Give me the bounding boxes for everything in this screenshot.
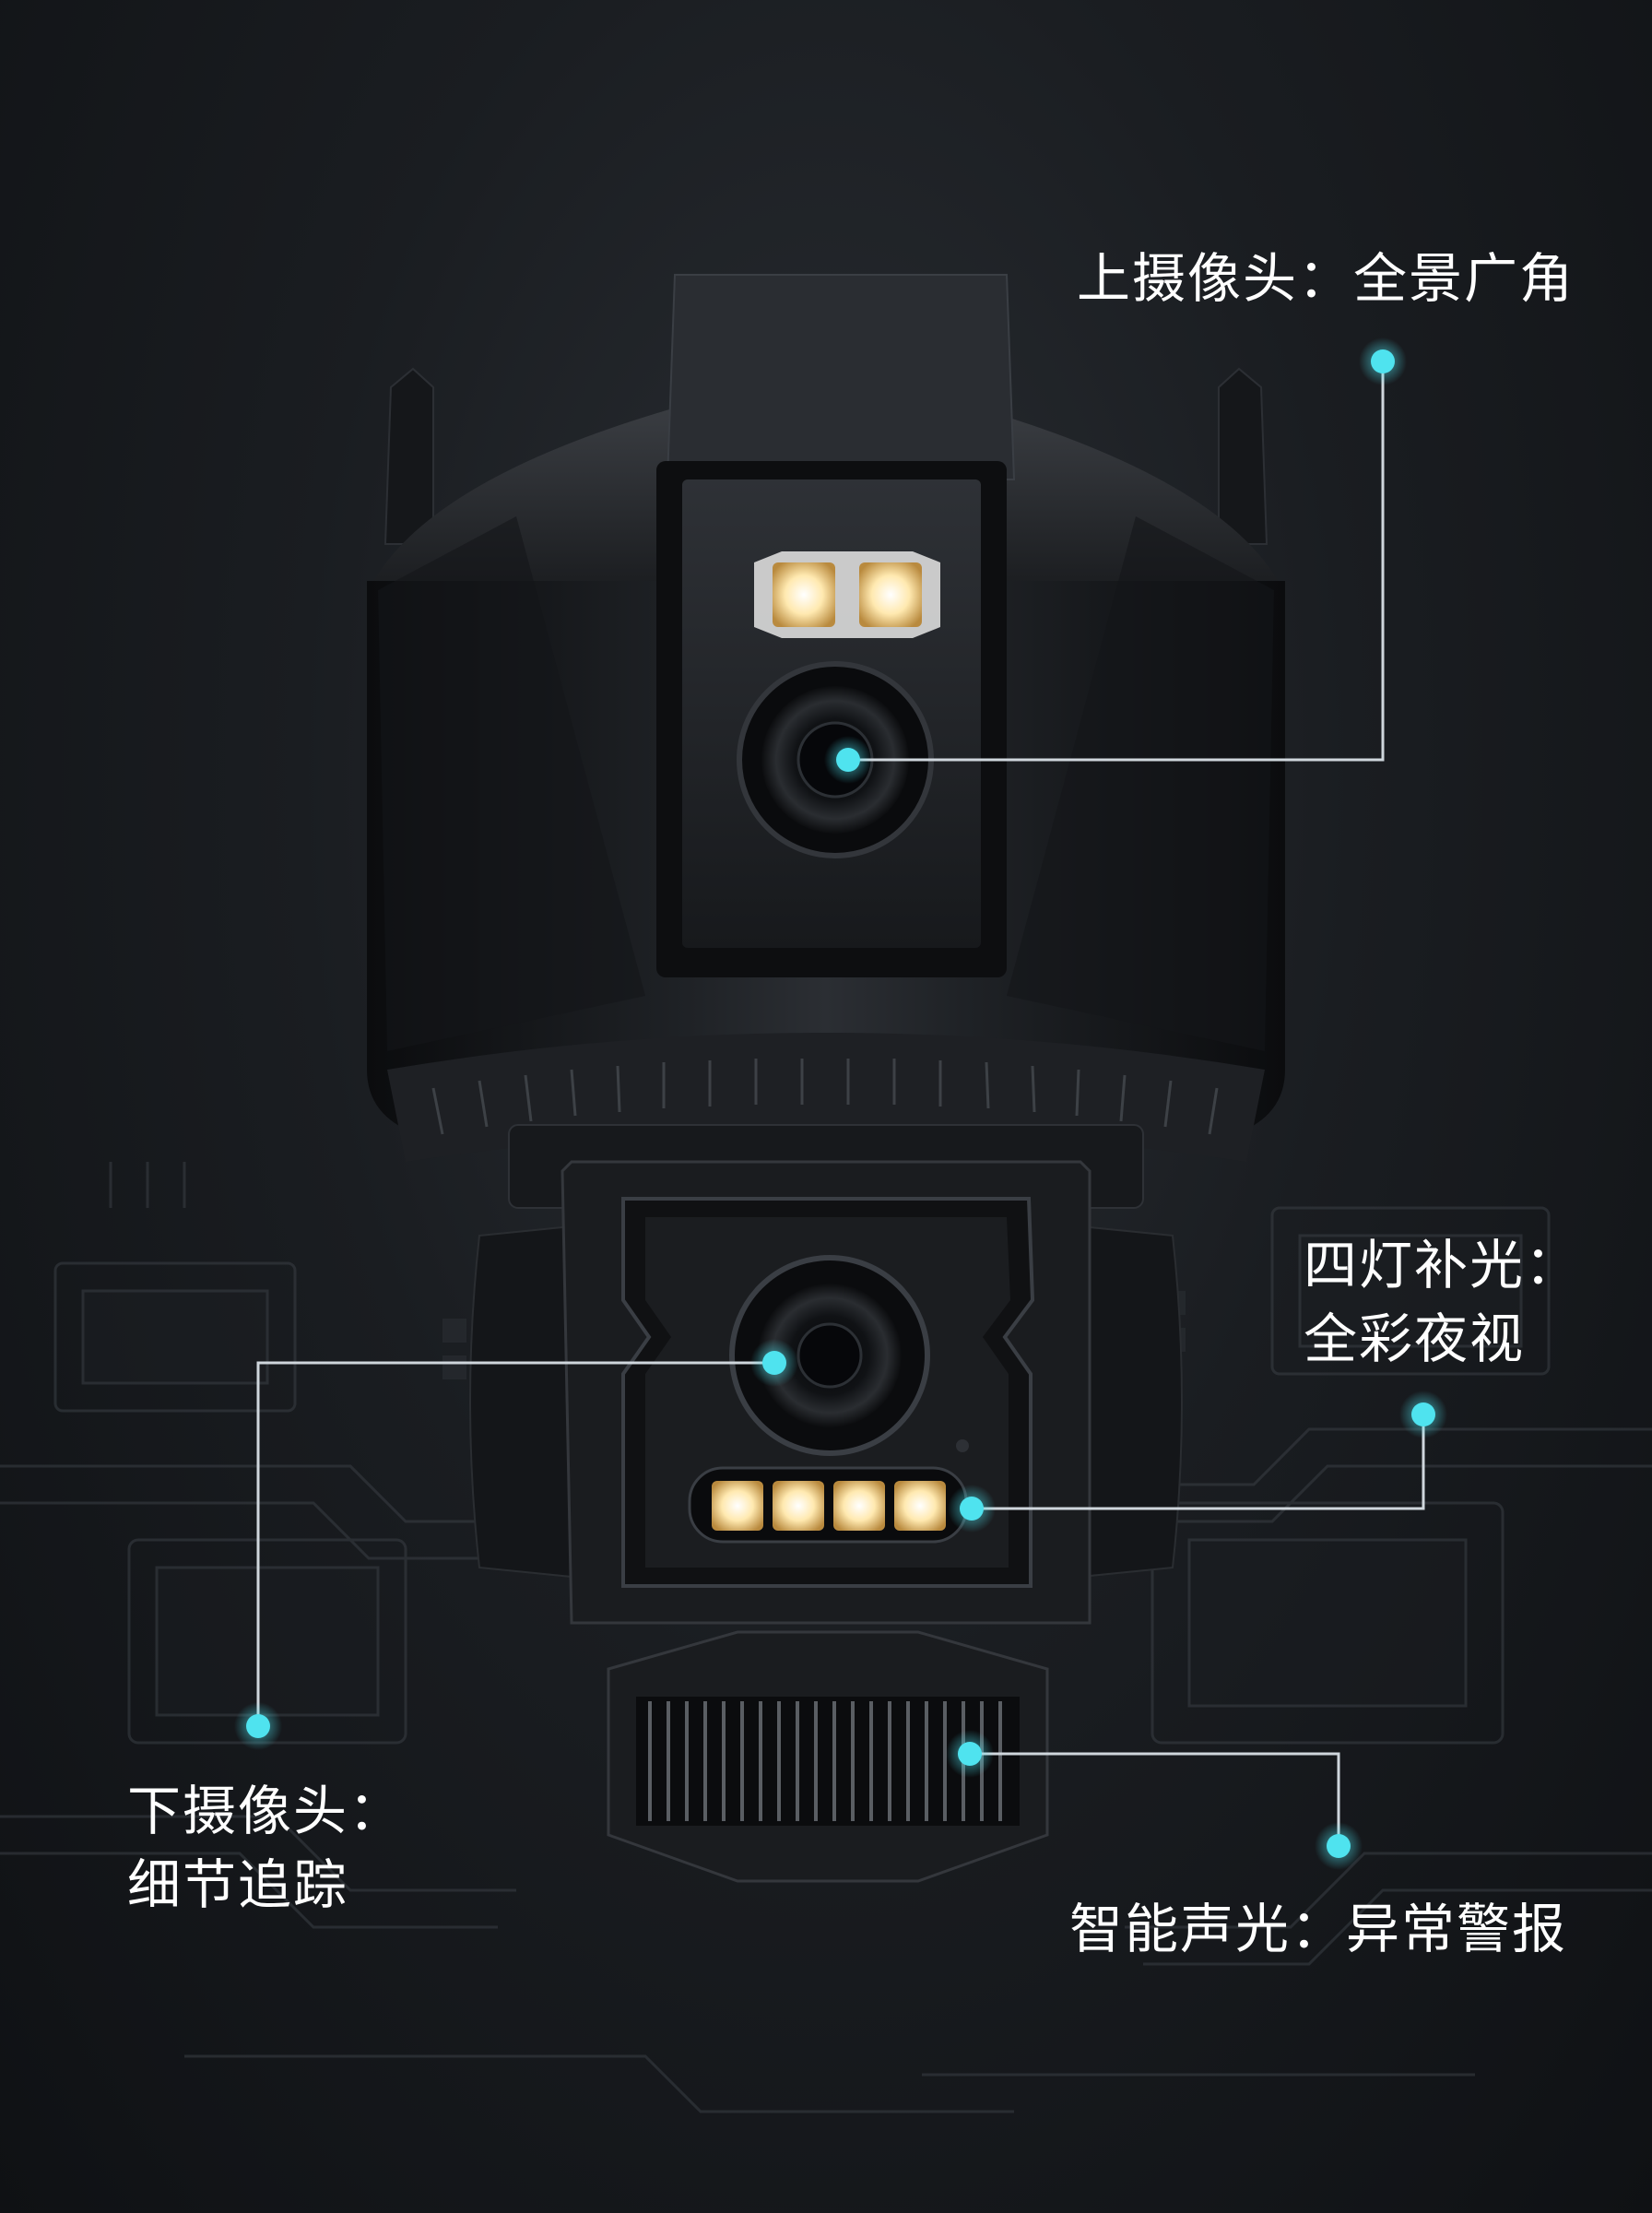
label-four-lights-line2: 全彩夜视 (1304, 1308, 1526, 1370)
label-upper-camera: 上摄像头：全景广角 (1077, 247, 1575, 310)
label-sound-light: 智能声光：异常警报 (1069, 1898, 1568, 1960)
label-four-lights-line1: 四灯补光： (1304, 1234, 1581, 1296)
label-lower-camera-line1: 下摄像头： (127, 1780, 405, 1842)
right-antenna (1218, 367, 1268, 545)
label-lower-camera-line2: 细节追踪 (127, 1853, 349, 1916)
left-antenna (384, 367, 434, 545)
